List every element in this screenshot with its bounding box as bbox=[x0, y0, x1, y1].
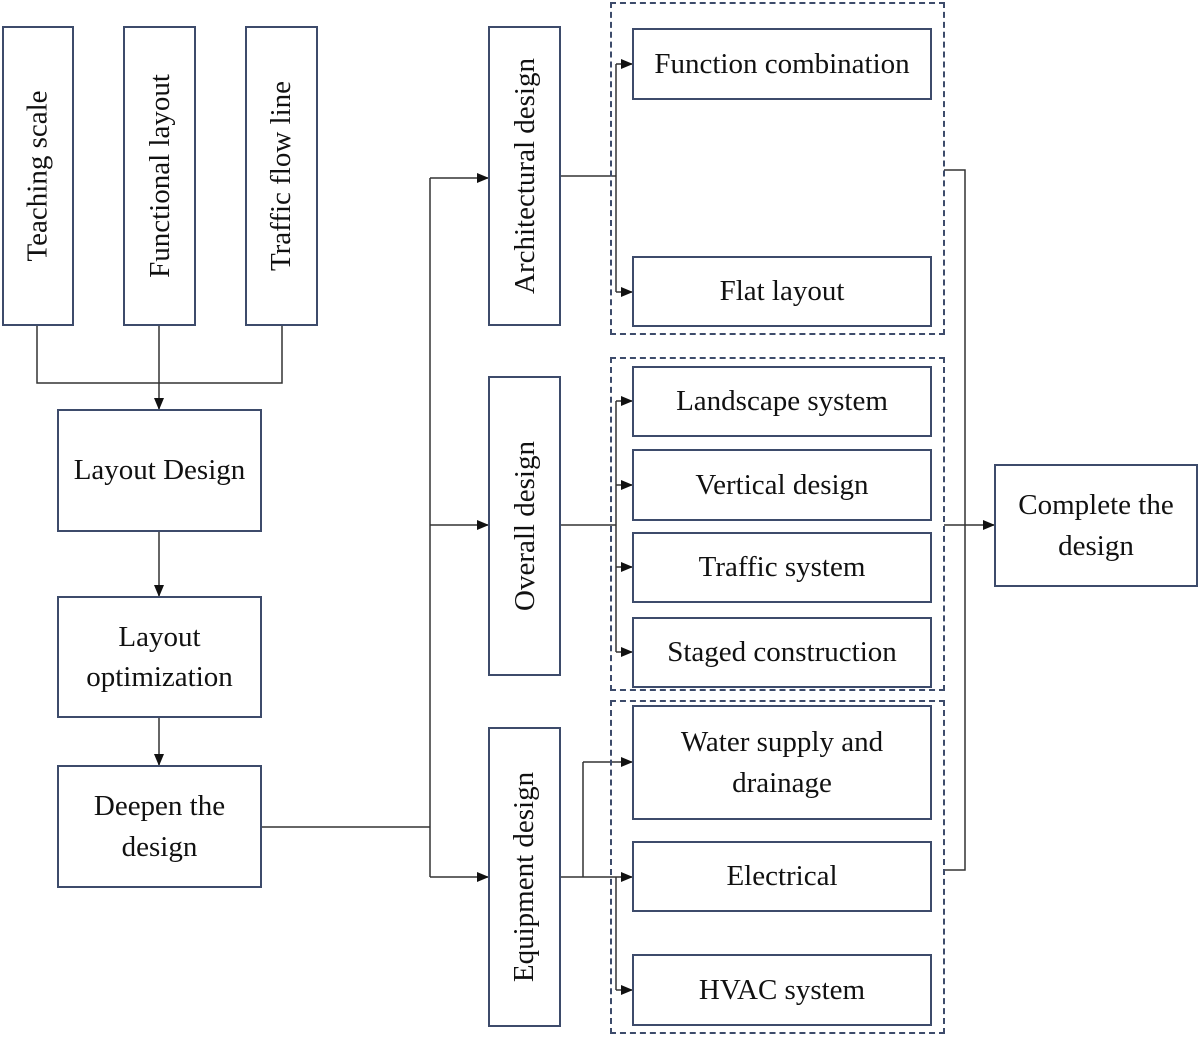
overall-design-box: Overall design bbox=[488, 376, 561, 676]
collect-line bbox=[944, 169, 966, 871]
architectural-design-box: Architectural design bbox=[488, 26, 561, 326]
layout-optimization-label: Layout optimization bbox=[86, 620, 233, 693]
architectural-group bbox=[610, 2, 945, 335]
function-combination-label: Function combination bbox=[654, 47, 910, 80]
traffic-flow-line-box: Traffic flow line bbox=[245, 26, 318, 326]
layout-design-box: Layout Design bbox=[57, 409, 262, 532]
staged-construction-label: Staged construction bbox=[667, 636, 897, 669]
function-combination-box: Function combination bbox=[632, 28, 932, 100]
vertical-design-label: Vertical design bbox=[695, 468, 869, 501]
overall-group bbox=[610, 357, 945, 691]
flat-layout-label: Flat layout bbox=[719, 275, 845, 308]
teaching-scale-box: Teaching scale bbox=[2, 26, 74, 326]
overall-design-label: Overall design bbox=[508, 441, 541, 611]
deepen-design-label: Deepen the design bbox=[93, 790, 226, 863]
traffic-flow-line-label: Traffic flow line bbox=[265, 80, 298, 272]
complete-design-box: Complete the design bbox=[994, 464, 1198, 587]
equipment-design-label: Equipment design bbox=[508, 771, 541, 983]
arch-branch-line bbox=[561, 64, 617, 292]
overall-branch-line bbox=[561, 401, 617, 652]
teaching-scale-label: Teaching scale bbox=[22, 90, 54, 262]
landscape-system-label: Landscape system bbox=[676, 385, 888, 418]
layout-design-label: Layout Design bbox=[73, 454, 246, 487]
flat-layout-box: Flat layout bbox=[632, 256, 932, 327]
landscape-system-box: Landscape system bbox=[632, 366, 932, 437]
equipment-group bbox=[610, 700, 945, 1034]
staged-construction-box: Staged construction bbox=[632, 617, 932, 688]
equipment-design-box: Equipment design bbox=[488, 727, 561, 1027]
hvac-system-label: HVAC system bbox=[698, 973, 866, 1006]
hvac-system-box: HVAC system bbox=[632, 954, 932, 1026]
functional-layout-box: Functional layout bbox=[123, 26, 196, 326]
traffic-system-box: Traffic system bbox=[632, 532, 932, 603]
electrical-label: Electrical bbox=[726, 860, 838, 893]
complete-design-label: Complete the design bbox=[1018, 489, 1174, 562]
functional-layout-label: Functional layout bbox=[143, 74, 176, 278]
traffic-system-label: Traffic system bbox=[698, 551, 866, 584]
architectural-design-label: Architectural design bbox=[508, 58, 541, 294]
vertical-design-box: Vertical design bbox=[632, 449, 932, 521]
electrical-box: Electrical bbox=[632, 841, 932, 912]
deepen-design-box: Deepen the design bbox=[57, 765, 262, 888]
water-supply-label: Water supply and drainage bbox=[680, 726, 884, 799]
water-supply-box: Water supply and drainage bbox=[632, 705, 932, 820]
equipment-branch-line bbox=[561, 762, 617, 990]
layout-optimization-box: Layout optimization bbox=[57, 596, 262, 718]
